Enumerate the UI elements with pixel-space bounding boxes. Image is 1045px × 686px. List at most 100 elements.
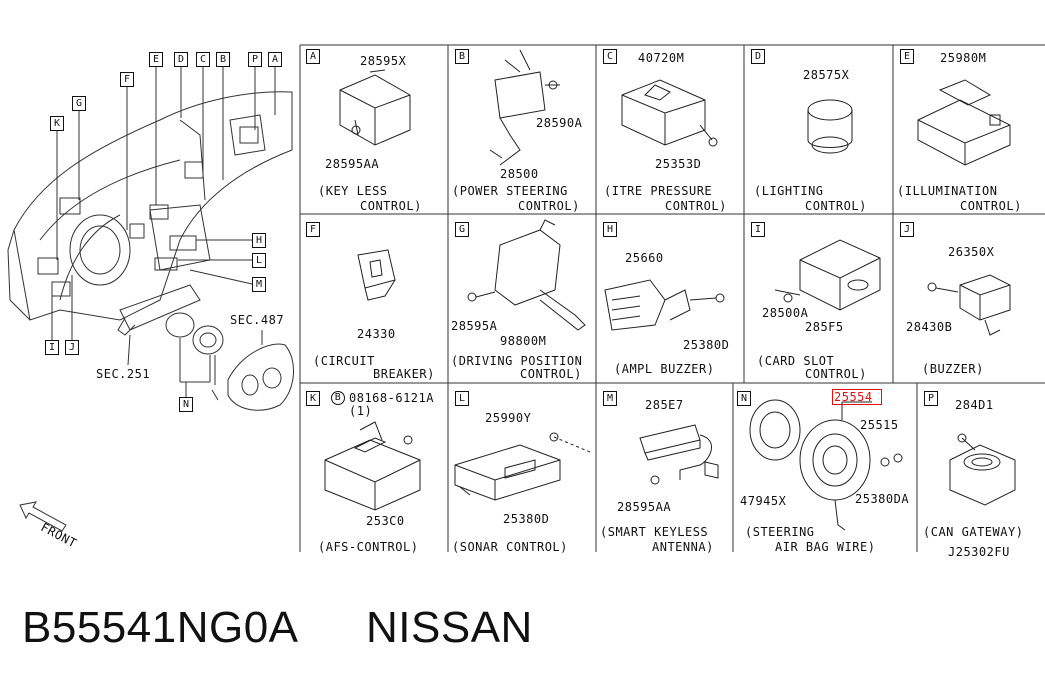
panel-j-letter: J [900, 222, 914, 237]
panel-c-part-2: 25353D [655, 157, 702, 171]
panel-m-part-2: 28595AA [617, 500, 672, 514]
panel-d-caption-1: (LIGHTING [754, 184, 824, 198]
panel-f-caption-1: (CIRCUIT [313, 354, 375, 368]
callout-n: N [179, 397, 193, 412]
panel-f-part-1: 24330 [357, 327, 396, 341]
panel-a-caption-2: CONTROL) [360, 199, 422, 213]
panel-a-drawing [339, 69, 411, 146]
panel-f-caption-2: BREAKER) [373, 367, 435, 381]
panel-b-drawing [489, 49, 560, 166]
panel-k-drawing [324, 421, 421, 511]
panel-k-part-qty: (1) [349, 404, 373, 418]
panel-k-caption-1: (AFS-CONTROL) [318, 540, 419, 554]
sec-487-label: SEC.487 [230, 313, 285, 327]
panel-l-letter: L [455, 391, 469, 406]
drawing-code: J25302FU [948, 545, 1010, 559]
panel-k-part-1: 08168-6121A [349, 391, 434, 405]
panel-b-caption-1: (POWER STEERING [452, 184, 568, 198]
panel-i-part-1: 28500A [762, 306, 809, 320]
panel-f-drawing [357, 249, 396, 301]
panel-g-caption-2: CONTROL) [520, 367, 582, 381]
callout-g: G [72, 96, 86, 111]
panel-n-caption-1: (STEERING [745, 525, 815, 539]
panel-n-part-highlight: 25554 [832, 389, 882, 405]
panel-grid [299, 44, 1045, 552]
panel-p-caption-1: (CAN GATEWAY) [923, 525, 1024, 539]
callout-f: F [120, 72, 134, 87]
panel-a-caption-1: (KEY LESS [318, 184, 388, 198]
panel-n-caption-2: AIR BAG WIRE) [775, 540, 876, 554]
panel-d-drawing [807, 99, 853, 154]
callout-i: I [45, 340, 59, 355]
panel-h-part-1: 25660 [625, 251, 664, 265]
panel-j-drawing [927, 274, 1011, 336]
panel-e-caption-2: CONTROL) [960, 199, 1022, 213]
panel-j-caption-1: (BUZZER) [922, 362, 984, 376]
panel-c-caption-2: CONTROL) [665, 199, 727, 213]
panel-l-drawing [454, 432, 591, 501]
callout-d: D [174, 52, 188, 67]
panel-b-caption-2: CONTROL) [518, 199, 580, 213]
panel-b-part-2: 28500 [500, 167, 539, 181]
panel-n-part-3: 47945X [740, 494, 787, 508]
part-number: B55541NG0A [22, 603, 299, 652]
panel-l-part-2: 25380D [503, 512, 550, 526]
panel-g-caption-1: (DRIVING POSITION [451, 354, 583, 368]
callout-k: K [50, 116, 64, 131]
panel-l-caption-1: (SONAR CONTROL) [452, 540, 568, 554]
panel-d-caption-2: CONTROL) [805, 199, 867, 213]
dashboard-illustration [7, 64, 295, 532]
panel-n-drawing [749, 399, 903, 531]
panel-m-caption-1: (SMART KEYLESS [600, 525, 709, 539]
callout-m: M [252, 277, 266, 292]
panel-k-part-2: 253C0 [366, 514, 405, 528]
panel-g-part-1: 28595A [451, 319, 498, 333]
panel-m-drawing [639, 424, 719, 485]
panel-a-part-2: 28595AA [325, 157, 380, 171]
panel-e-part-1: 25980M [940, 51, 987, 65]
panel-j-part-2: 28430B [906, 320, 953, 334]
panel-d-letter: D [751, 49, 765, 64]
panel-c-letter: C [603, 49, 617, 64]
panel-p-letter: P [924, 391, 938, 406]
panel-c-caption-1: (ITRE PRESSURE [604, 184, 713, 198]
callout-c: C [196, 52, 210, 67]
panel-i-letter: I [751, 222, 765, 237]
sec-251-label: SEC.251 [96, 367, 151, 381]
callout-p: P [248, 52, 262, 67]
panel-h-caption-1: (AMPL BUZZER) [614, 362, 715, 376]
panel-a-letter: A [306, 49, 320, 64]
panel-g-letter: G [455, 222, 469, 237]
panel-b-part-1: 28590A [536, 116, 583, 130]
panel-n-part-2: 25515 [860, 418, 899, 432]
panel-e-caption-1: (ILLUMINATION [897, 184, 998, 198]
panel-d-part-1: 28575X [803, 68, 850, 82]
bolt-circle-icon: B [331, 391, 345, 405]
panel-p-part-1: 284D1 [955, 398, 994, 412]
panel-a-part-1: 28595X [360, 54, 407, 68]
panel-c-part-1: 40720M [638, 51, 685, 65]
panel-k-letter: K [306, 391, 320, 406]
panel-l-part-1: 25990Y [485, 411, 532, 425]
panel-i-drawing [774, 239, 881, 311]
panel-n-part-4: 25380DA [855, 492, 910, 506]
panel-m-part-1: 285E7 [645, 398, 684, 412]
panel-g-part-2: 98800M [500, 334, 547, 348]
panel-g-drawing [467, 219, 586, 331]
callout-b: B [216, 52, 230, 67]
panel-i-caption-2: CONTROL) [805, 367, 867, 381]
panel-e-drawing [917, 79, 1011, 166]
panel-m-caption-2: ANTENNA) [652, 540, 714, 554]
panel-c-drawing [621, 79, 718, 147]
panel-h-part-2: 25380D [683, 338, 730, 352]
callout-j: J [65, 340, 79, 355]
panel-i-caption-1: (CARD SLOT [757, 354, 835, 368]
front-arrow-icon [19, 501, 67, 532]
callout-l: L [252, 253, 266, 268]
panel-m-letter: M [603, 391, 617, 406]
brand-name: NISSAN [366, 603, 533, 652]
callout-e: E [149, 52, 163, 67]
panel-b-letter: B [455, 49, 469, 64]
panel-f-letter: F [306, 222, 320, 237]
